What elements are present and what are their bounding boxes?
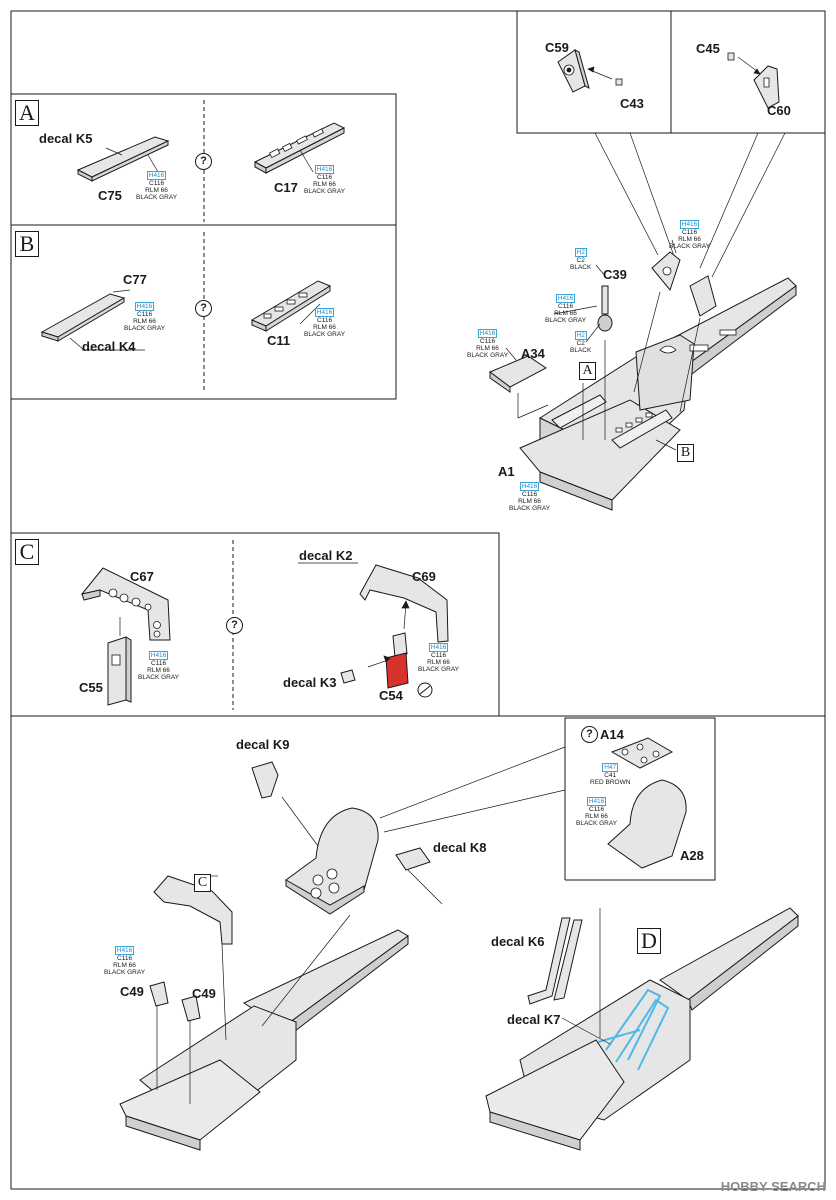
decal-k4-label: decal K4 <box>82 339 136 354</box>
part-c39-label: C39 <box>603 267 627 282</box>
part-c75-label: C75 <box>98 188 122 203</box>
part-c17 <box>253 122 346 169</box>
option-c-icon: ? <box>226 617 243 634</box>
panel-ab-frame <box>11 93 397 400</box>
part-c49-label-a: C49 <box>120 984 144 999</box>
part-k8 <box>395 847 431 871</box>
part-c49-label-b: C49 <box>192 986 216 1001</box>
part-a28-label: A28 <box>680 848 704 863</box>
decal-k3-label: decal K3 <box>283 675 337 690</box>
seat-inset-drawing <box>607 779 687 869</box>
part-c69 <box>359 564 449 643</box>
part-c43-label: C43 <box>620 96 644 111</box>
part-c54 <box>385 652 409 689</box>
panel-b-letter: B <box>15 231 39 257</box>
watermark: HOBBY SEARCH <box>720 1179 826 1194</box>
part-c59-label: C59 <box>545 40 569 55</box>
marker-b: B <box>677 444 694 462</box>
part-c54-label: C54 <box>379 688 403 703</box>
part-c49-b <box>181 995 201 1022</box>
lower-fuselage-right <box>659 907 799 1001</box>
part-k6 <box>527 917 571 1005</box>
top-inset-frame <box>516 11 825 134</box>
option-b-icon: ? <box>195 300 212 317</box>
page-frame <box>10 10 826 1190</box>
part-a14 <box>610 737 674 769</box>
decal-k6-label: decal K6 <box>491 934 545 949</box>
part-c55-label: C55 <box>79 680 103 695</box>
part-c45-label: C45 <box>696 41 720 56</box>
part-c67 <box>80 567 171 641</box>
part-c77-label: C77 <box>123 272 147 287</box>
option-a-icon: ? <box>195 153 212 170</box>
part-a14-label: A14 <box>600 727 624 742</box>
decal-k2-label: decal K2 <box>299 548 353 563</box>
seat-inset-frame <box>564 717 716 881</box>
part-k3 <box>340 669 356 684</box>
step-d-letter: D <box>637 928 661 954</box>
part-c55 <box>107 636 127 706</box>
blue-highlight-belts <box>597 988 670 1071</box>
decal-k8-label: decal K8 <box>433 840 487 855</box>
part-c11-label: C11 <box>267 333 291 348</box>
part-c39 <box>601 285 609 315</box>
panel-a-letter: A <box>15 100 39 126</box>
part-c60-label: C60 <box>767 103 791 118</box>
marker-a: A <box>579 362 596 380</box>
part-a1-label: A1 <box>498 464 515 479</box>
option-seat-icon: ? <box>581 726 598 743</box>
seat-main <box>285 807 379 911</box>
part-c67-label: C67 <box>130 569 154 584</box>
part-c49-a <box>149 981 169 1007</box>
part-a34-label: A34 <box>521 346 545 361</box>
panel-c-letter: C <box>15 539 39 565</box>
part-c17-label: C17 <box>274 180 298 195</box>
marker-c: C <box>194 874 211 892</box>
decal-k7-label: decal K7 <box>507 1012 561 1027</box>
part-c77 <box>40 293 126 338</box>
part-k9 <box>251 761 279 799</box>
decal-k9-label: decal K9 <box>236 737 290 752</box>
part-c69-label: C69 <box>412 569 436 584</box>
decal-k5-label: decal K5 <box>39 131 93 146</box>
panel-c-frame <box>11 532 500 716</box>
